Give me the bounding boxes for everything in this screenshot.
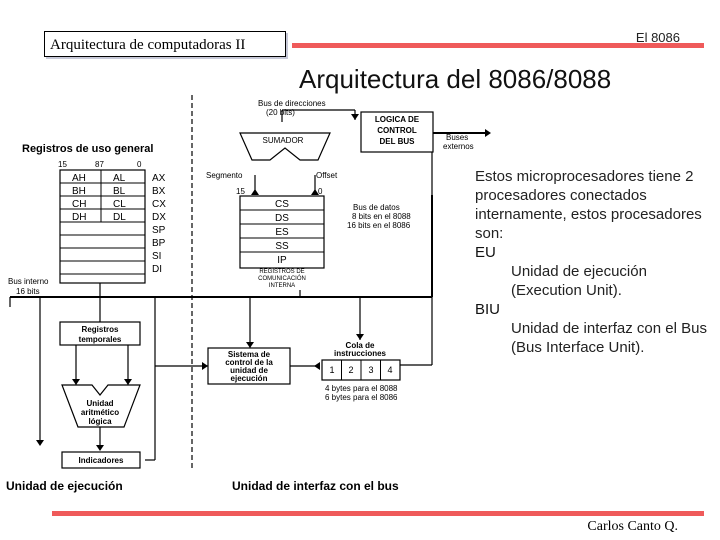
reg-si: SI: [152, 251, 161, 262]
alu-label-2: aritmético: [81, 408, 119, 417]
queue-cell-3: 3: [368, 365, 373, 375]
biu-term: BIU: [475, 301, 501, 318]
description-intro: Estos microprocesadores tiene 2 procesad…: [475, 168, 702, 242]
eu-control-label-2: control de la: [225, 358, 273, 367]
reg-cl: CL: [113, 199, 126, 210]
alu-shape: [61, 384, 141, 428]
reg-bl: BL: [113, 186, 126, 197]
reg-ah: AH: [72, 173, 86, 184]
queue-note: 4 bytes para el 8088: [325, 384, 398, 393]
bit-label-15: 15: [58, 160, 67, 169]
queue-title-2: instrucciones: [334, 349, 387, 358]
reg-bx: BX: [152, 186, 166, 197]
external-buses-label-2: externos: [443, 142, 474, 151]
queue-cell-4: 4: [387, 365, 392, 375]
comm-regs-label-2: COMUNICACIÓN: [258, 275, 306, 282]
bus-control-box: [360, 111, 434, 153]
seg-bit-15: 15: [236, 187, 245, 196]
eu-definition: Unidad de ejecución (Execution Unit).: [511, 263, 647, 299]
reg-bp: BP: [152, 238, 166, 249]
reg-dh: DH: [72, 212, 86, 223]
bit-label-0: 0: [137, 160, 142, 169]
eu-term: EU: [475, 244, 496, 261]
data-bus-label: Bus de datos: [353, 203, 400, 212]
data-bus-label-2: 8 bits en el 8088: [352, 212, 411, 221]
external-buses-label: Buses: [446, 133, 468, 142]
author-name: Carlos Canto Q.: [587, 519, 678, 534]
reg-dl: DL: [113, 212, 126, 223]
instruction-queue: [321, 359, 401, 381]
bit-label-87: 87: [95, 160, 104, 169]
course-title: Arquitectura de computadoras II: [44, 31, 286, 57]
internal-bus-width: 16 bits: [16, 287, 40, 296]
reg-al: AL: [113, 173, 126, 184]
address-bus-label: Bus de direcciones: [258, 99, 326, 108]
eu-control-box: [207, 347, 291, 385]
adder-shape: [239, 132, 331, 161]
flags-box: [61, 451, 141, 469]
reg-ax: AX: [152, 173, 166, 184]
segment-register-file: [239, 195, 325, 269]
eu-control-label-4: ejecución: [231, 374, 268, 383]
general-registers-title: Registros de uso general: [22, 143, 153, 155]
queue-cells: 1 2 3 4: [329, 365, 392, 375]
description-panel: Estos microprocesadores tiene 2 procesad…: [475, 167, 707, 357]
queue-note-2: 6 bytes para el 8086: [325, 393, 398, 402]
biu-label: Unidad de interfaz con el bus: [232, 479, 399, 493]
address-bus-width: (20 bits): [266, 108, 295, 117]
reg-es: ES: [275, 227, 289, 238]
alu-label-3: lógica: [88, 417, 112, 426]
eu-control-label: Sistema de: [228, 350, 271, 359]
reg-cx: CX: [152, 199, 166, 210]
footer-divider: [52, 511, 704, 516]
bus-control-label-3: DEL BUS: [380, 137, 416, 146]
offset-label: Offset: [316, 171, 338, 180]
queue-title: Cola de: [346, 341, 375, 350]
gp-register-labels: AH AL AX BH BL BX CH CL CX DH DL DX SP B…: [72, 173, 166, 275]
reg-ds: DS: [275, 213, 289, 224]
slide-topic: El 8086: [635, 30, 680, 45]
bus-control-label-2: CONTROL: [377, 126, 417, 135]
header-divider: [292, 43, 704, 48]
temp-registers-label-2: temporales: [79, 335, 122, 344]
reg-sp: SP: [152, 225, 166, 236]
bus-control-label: LOGICA DE: [375, 115, 420, 124]
temp-registers-box: [59, 321, 141, 346]
reg-ch: CH: [72, 199, 86, 210]
slide-title: Arquitectura del 8086/8088: [299, 64, 612, 94]
comm-regs-label: REGISTROS DE: [259, 269, 304, 275]
reg-cs: CS: [275, 199, 289, 210]
biu-definition: Unidad de interfaz con el Bus (Bus Inter…: [511, 320, 707, 356]
reg-dx: DX: [152, 212, 166, 223]
comm-regs-label-3: INTERNA: [269, 283, 295, 289]
temp-registers-label: Registros: [82, 325, 119, 334]
segment-register-labels: CS DS ES SS IP: [275, 199, 289, 266]
segment-label: Segmento: [206, 171, 243, 180]
queue-cell-1: 1: [329, 365, 334, 375]
internal-bus-label: Bus interno: [8, 277, 49, 286]
data-bus-label-3: 16 bits en el 8086: [347, 221, 411, 230]
alu-label: Unidad: [86, 399, 113, 408]
reg-bh: BH: [72, 186, 86, 197]
reg-di: DI: [152, 264, 162, 275]
eu-label: Unidad de ejecución: [6, 479, 123, 493]
eu-control-label-3: unidad de: [230, 366, 268, 375]
reg-ip: IP: [277, 255, 287, 266]
queue-cell-2: 2: [348, 365, 353, 375]
flags-label: Indicadores: [79, 456, 124, 465]
reg-ss: SS: [275, 241, 289, 252]
adder-label: SUMADOR: [263, 136, 304, 145]
register-file: [59, 169, 146, 284]
seg-bit-0: 0: [318, 187, 323, 196]
